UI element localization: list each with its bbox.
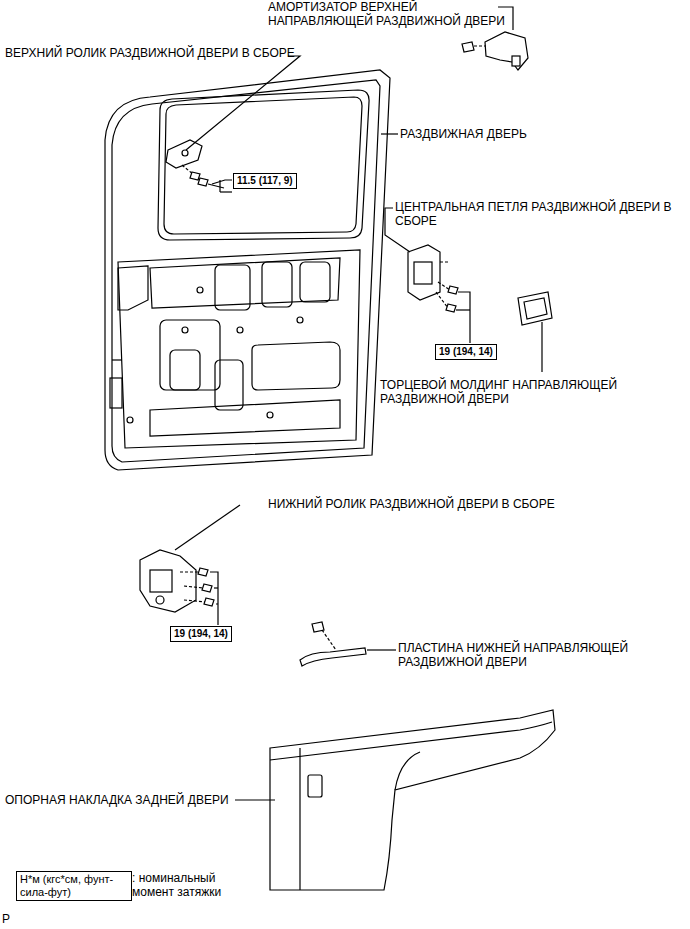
part-label: ОПОРНАЯ НАКЛАДКА ЗАДНЕЙ ДВЕРИ bbox=[5, 793, 233, 807]
torque-value: 19 (194, 14) bbox=[439, 346, 493, 357]
part-label: ЦЕНТРАЛЬНАЯ ПЕТЛЯ РАЗДВИЖНОЙ ДВЕРИ В СБО… bbox=[395, 200, 685, 228]
part-label: ПЛАСТИНА НИЖНЕЙ НАПРАВЛЯЮЩЕЙ РАЗДВИЖНОЙ … bbox=[398, 641, 686, 669]
torque-value: Н*м (кгс*см, фунт-сила-фут) bbox=[20, 873, 113, 898]
legend-note: : номинальный момент затяжки bbox=[132, 871, 244, 899]
part-label: АМОРТИЗАТОР ВЕРХНЕЙ НАПРАВЛЯЮЩЕЙ РАЗДВИЖ… bbox=[268, 0, 518, 28]
torque-value: 19 (194, 14) bbox=[174, 628, 228, 639]
part-label: ВЕРХНИЙ РОЛИК РАЗДВИЖНОЙ ДВЕРИ В СБОРЕ bbox=[5, 46, 295, 60]
page-mark: P bbox=[2, 912, 22, 926]
torque-box: 19 (194, 14) bbox=[170, 626, 232, 642]
part-label: ТОРЦЕВОЙ МОЛДИНГ НАПРАВЛЯЮЩЕЙ РАЗДВИЖНОЙ… bbox=[380, 378, 665, 406]
torque-box: 19 (194, 14) bbox=[435, 344, 497, 360]
unit-key-box: Н*м (кгс*см, фунт-сила-фут) bbox=[16, 871, 132, 901]
part-label: РАЗДВИЖНАЯ ДВЕРЬ bbox=[400, 127, 600, 141]
torque-box: 11.5 (117, 9) bbox=[233, 173, 297, 189]
torque-value: 11.5 (117, 9) bbox=[237, 175, 293, 186]
part-label: НИЖНИЙ РОЛИК РАЗДВИЖНОЙ ДВЕРИ В СБОРЕ bbox=[268, 497, 558, 511]
